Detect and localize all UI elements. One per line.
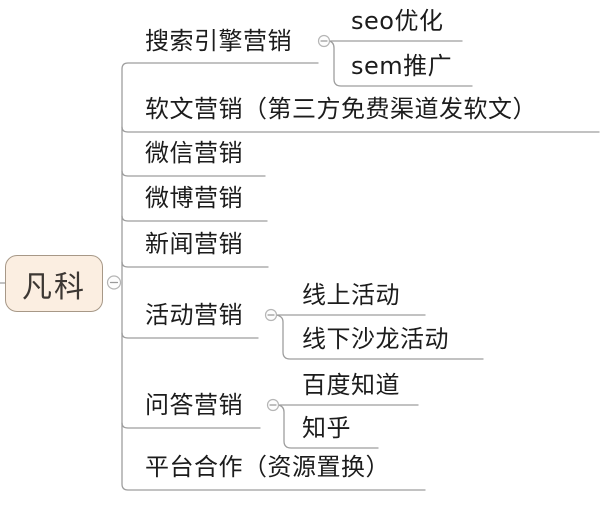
subbranch-line-zhihu <box>277 404 379 449</box>
root-collapse-icon[interactable] <box>106 275 122 290</box>
search-marketing-collapse-icon[interactable] <box>317 34 331 48</box>
subtopic-seo[interactable]: seo优化 <box>351 7 444 35</box>
topic-news-marketing[interactable]: 新闻营销 <box>145 230 243 258</box>
branch-line-event <box>121 332 259 339</box>
branch-line-qa <box>121 422 261 429</box>
trunk-line <box>121 62 426 491</box>
branch-line-weibo <box>121 215 268 222</box>
topic-event-marketing[interactable]: 活动营销 <box>145 301 243 329</box>
topic-weibo-marketing[interactable]: 微博营销 <box>145 184 243 212</box>
subbranch-line-offline-salon <box>275 314 484 360</box>
topic-wechat-marketing[interactable]: 微信营销 <box>145 139 243 167</box>
subtopic-baidu-zhidao[interactable]: 百度知道 <box>302 371 400 399</box>
topic-qa-marketing[interactable]: 问答营销 <box>145 391 243 419</box>
topic-soft-article-marketing[interactable]: 软文营销（第三方免费渠道发软文） <box>145 95 537 123</box>
subtopic-online-event[interactable]: 线上活动 <box>302 281 400 309</box>
subtopic-offline-salon[interactable]: 线下沙龙活动 <box>302 325 449 353</box>
root-node[interactable]: 凡科 <box>5 255 103 312</box>
subbranch-line-sem <box>328 40 473 87</box>
branch-line-news <box>121 261 269 268</box>
event-marketing-collapse-icon[interactable] <box>264 308 278 322</box>
qa-marketing-collapse-icon[interactable] <box>266 398 280 412</box>
branch-line-soft-article <box>121 126 600 133</box>
topic-search-engine-marketing[interactable]: 搜索引擎营销 <box>145 27 292 55</box>
topic-platform-cooperation[interactable]: 平台合作（资源置换） <box>145 453 390 481</box>
subtopic-sem[interactable]: sem推广 <box>351 52 453 80</box>
subtopic-zhihu[interactable]: 知乎 <box>302 414 351 442</box>
branch-line-wechat <box>121 170 266 177</box>
